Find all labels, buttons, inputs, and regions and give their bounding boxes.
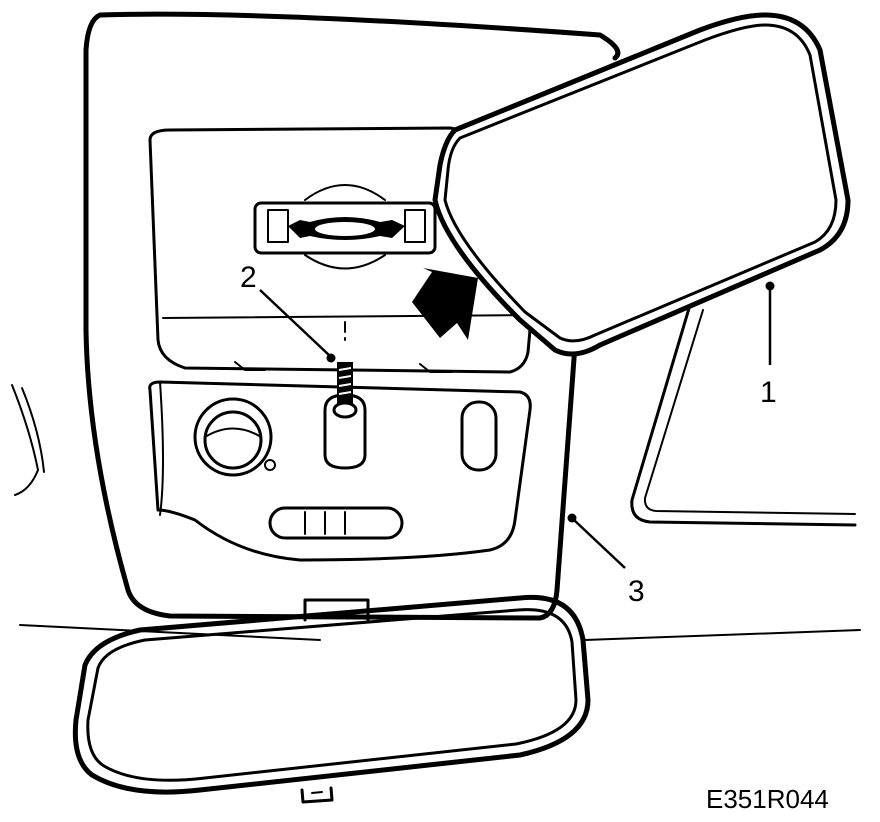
- lens-cover: [432, 12, 851, 357]
- callout-3: 3: [628, 575, 645, 608]
- callout-2: 2: [240, 261, 257, 294]
- switch-knob: [193, 397, 276, 477]
- removal-arrow-icon: [412, 268, 478, 340]
- rearview-mirror: [72, 594, 591, 804]
- headliner-edges: [11, 384, 861, 641]
- figure-code: E351R044: [706, 784, 829, 814]
- leaders: [259, 281, 775, 569]
- console-housing: [83, 11, 621, 622]
- bulb-holder: [253, 184, 437, 270]
- screw: [332, 321, 358, 419]
- windshield-corner: [630, 303, 857, 527]
- callout-1: 1: [760, 376, 777, 409]
